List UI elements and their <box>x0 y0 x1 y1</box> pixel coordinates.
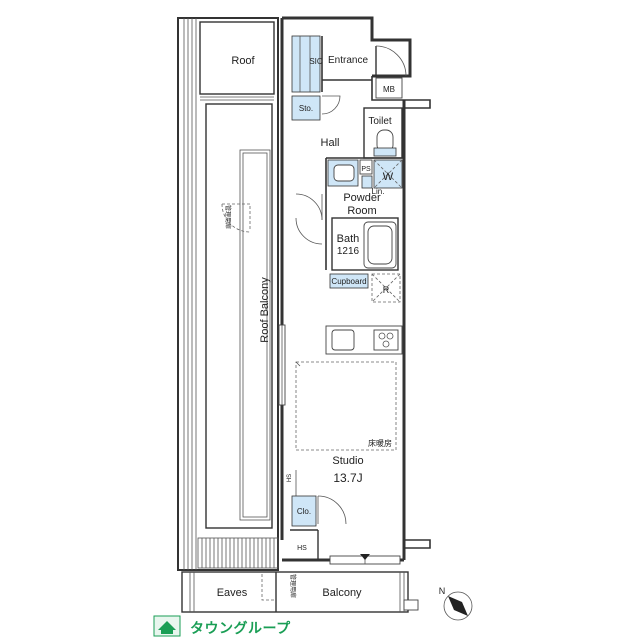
compass: N <box>439 586 473 621</box>
compass-needle-icon <box>448 596 468 616</box>
label-powder-room-2: Room <box>347 205 376 217</box>
label-linen: Lin. <box>372 187 385 196</box>
kitchen-zone <box>325 325 403 355</box>
room-labels: Roof Roof Balcony SIC Entrance MB Sto. T… <box>217 55 395 599</box>
label-bath: Bath <box>337 233 360 245</box>
entrance-zone <box>291 35 407 121</box>
toilet-zone <box>363 107 403 159</box>
label-washer: W <box>383 171 394 183</box>
meter-box <box>375 77 403 99</box>
brand-logo: タウングループ <box>152 614 292 638</box>
label-hs-upper: HS <box>287 474 293 482</box>
label-cupboard: Cupboard <box>331 277 366 286</box>
compass-label: N <box>439 586 446 596</box>
shoe-closet-box <box>291 35 321 93</box>
label-refrigerator: R <box>383 285 390 295</box>
label-floor-heating: 床暖房 <box>368 438 392 448</box>
pipe-space <box>359 159 373 175</box>
label-roof: Roof <box>231 55 255 67</box>
label-studio: Studio <box>332 455 363 467</box>
label-storage: Sto. <box>299 104 313 113</box>
stove <box>373 329 399 351</box>
label-balcony: Balcony <box>322 587 362 599</box>
label-roof-balcony: Roof Balcony <box>259 277 271 343</box>
brand-name: タウングループ <box>190 621 291 637</box>
closet-box <box>291 495 317 527</box>
balcony-hatch-band <box>197 537 279 569</box>
label-bath-size: 1216 <box>337 246 360 257</box>
label-closet: Clo. <box>297 507 311 516</box>
label-hs-lower: HS <box>297 545 307 552</box>
floor-heating-area <box>295 361 397 451</box>
powder-room-zone <box>295 157 404 270</box>
cupboard-box <box>329 273 369 289</box>
label-hall: Hall <box>321 137 340 149</box>
cupboard-zone <box>329 273 401 303</box>
label-mb: MB <box>383 85 395 94</box>
label-entrance: Entrance <box>328 55 368 66</box>
utility-zone <box>359 159 403 189</box>
label-ps: PS <box>361 166 371 173</box>
refrigerator-space <box>371 273 401 303</box>
unit-walls <box>278 16 431 562</box>
label-sic: SIC <box>309 57 323 66</box>
studio-zone <box>290 361 401 565</box>
house-logo-icon <box>153 615 181 637</box>
roof-balcony-area <box>177 17 279 571</box>
sink <box>331 329 355 351</box>
label-powder-room-1: Powder <box>343 192 381 204</box>
label-management-hatch-top: 管理用扉 <box>224 205 232 229</box>
label-eaves: Eaves <box>217 587 248 599</box>
label-studio-size: 13.7J <box>333 471 362 485</box>
bottom-zone <box>181 571 419 613</box>
bath-zone <box>331 217 399 271</box>
storage-box <box>291 95 321 121</box>
label-management-hatch-bottom: 管理用扉 <box>289 574 297 598</box>
label-toilet: Toilet <box>368 116 392 127</box>
